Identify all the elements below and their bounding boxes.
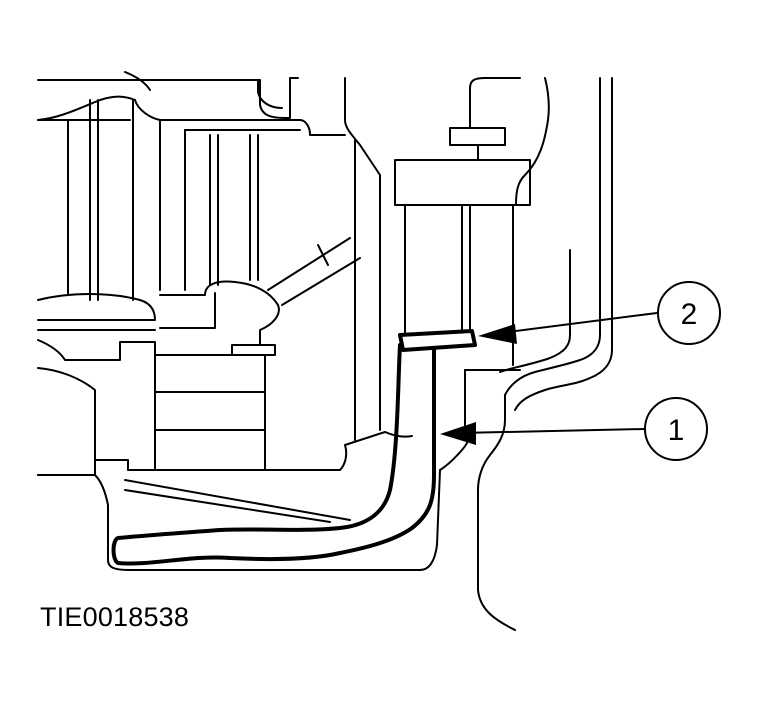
callout-circle-2 [657, 281, 721, 345]
arrowhead-1 [440, 422, 476, 445]
callout-circle-1 [644, 397, 708, 461]
leader-line-2 [499, 312, 658, 334]
seal-ring-component [111, 329, 477, 566]
callout-2: 2 [478, 281, 721, 345]
callout-1: 1 [440, 397, 708, 461]
housing-outline [37, 71, 613, 631]
figure-id-label: TIE0018538 [40, 602, 190, 632]
leader-line-1 [459, 428, 645, 434]
callout-label-1: 1 [668, 414, 685, 447]
callout-label-2: 2 [681, 298, 698, 331]
arrowhead-2 [478, 324, 517, 344]
